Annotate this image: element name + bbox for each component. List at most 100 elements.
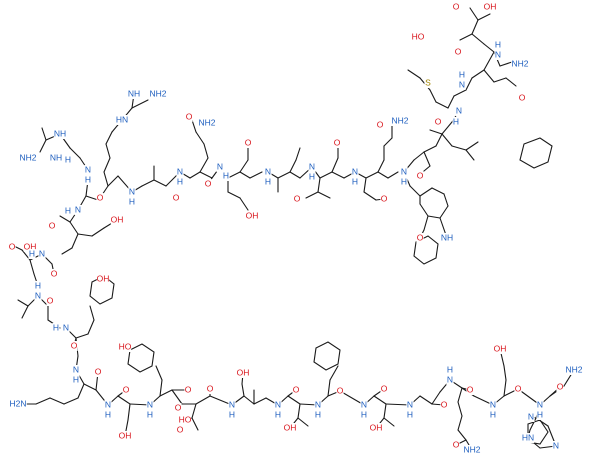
bond-line [387,171,399,179]
bond-line [17,299,29,307]
atom-label-backdrop [536,400,544,410]
atom-label-backdrop [104,400,112,410]
atom-label-backdrop [455,106,463,116]
atom-label: N [456,105,462,115]
atom-label: NH2 [149,88,166,98]
bond-line [239,197,249,211]
atom-label: N [39,248,45,258]
atom-label: OH [370,422,383,432]
atom-label: N [73,364,79,374]
bond-line [105,131,113,145]
atom-label-backdrop [521,433,535,443]
atom-label-backdrop [176,425,184,435]
atom-label-backdrop [454,47,462,57]
atom-label-backdrop [172,193,180,203]
atom-label-backdrop [452,2,460,12]
bond-line [59,215,71,223]
bond-line [443,193,449,207]
atom-label-backdrop [228,410,236,420]
bond-line [383,417,395,427]
bond-line [517,388,541,406]
atom-label-backdrop [72,375,80,385]
atom-label: H [223,170,229,180]
atom-label-backdrop [274,410,282,420]
bond-line [327,379,331,397]
atom-label-backdrop [206,384,214,394]
ring-outline [519,137,553,169]
bond-line [419,395,433,405]
bond-line [21,305,29,319]
bond-line [191,403,197,419]
atom-label-backdrop [446,375,454,385]
atom-label: N [401,166,407,176]
bond-line [373,395,387,405]
atom-label: O [9,241,16,251]
atom-label: H [85,174,91,184]
atom-label-backdrop [28,249,36,259]
atom-label-backdrop [9,399,27,409]
atom-label-backdrop [434,117,442,127]
atom-label-backdrop [380,194,388,204]
bond-line [431,187,445,195]
atom-label: O [417,170,424,180]
bond-line [465,149,475,161]
atom-label: O [47,295,54,305]
atom-label: H [490,409,496,419]
atom-label: HN [522,432,534,442]
bond-line [239,171,251,179]
atom-label: H [361,409,367,419]
atom-label: NH2 [511,58,528,68]
atom-label: OH [237,367,250,377]
bond-line [427,215,441,219]
bond-line [483,43,495,53]
atom-label-backdrop [360,410,368,420]
bond-line [105,143,111,159]
atom-label-backdrop [452,440,460,450]
atom-label: OH [97,273,110,283]
atom-label: N [229,399,235,409]
atom-label: N [495,49,501,59]
bond-line [317,177,321,193]
atom-label-backdrop [292,385,300,395]
atom-label: O [381,383,388,393]
atom-label-backdrop [216,162,224,172]
bond-line [383,403,387,419]
bond-line [499,61,513,67]
bond-line [69,221,79,235]
atom-label-backdrop [74,205,82,215]
atom-label: H [35,280,41,290]
atom-label: HO [412,31,425,41]
atom-label: N [537,399,543,409]
bond-line [61,247,73,255]
atom-label: H [53,322,59,332]
atom-label-backdrop [333,138,341,148]
atom-label-backdrop [52,323,60,333]
atom-label: O [519,92,526,102]
atom-label: O [173,192,180,202]
atom-label: N [265,166,271,176]
atom-label: O [515,383,522,393]
bond-line [331,171,345,179]
bond-line [435,101,449,109]
atom-label: OH [24,241,37,251]
atom-label: O [453,1,460,11]
atom-label: O [186,111,193,121]
atom-label: N [459,79,465,89]
atom-label-backdrop [274,400,282,410]
atom-label: O [557,381,564,391]
atom-label-backdrop [118,342,132,352]
atom-label-backdrop [49,153,63,163]
bond-line [209,395,233,406]
atom-label-backdrop [536,410,544,420]
atom-label: O [294,193,301,203]
atom-label: O [205,178,212,188]
atom-label: H [65,154,71,164]
bond-line [483,69,495,83]
atom-label: NH2 [19,152,36,162]
bond-line [289,159,297,173]
bond-line [117,395,131,405]
atom-label-backdrop [228,400,236,410]
bond-line [441,121,453,135]
atom-label-backdrop [96,274,110,284]
